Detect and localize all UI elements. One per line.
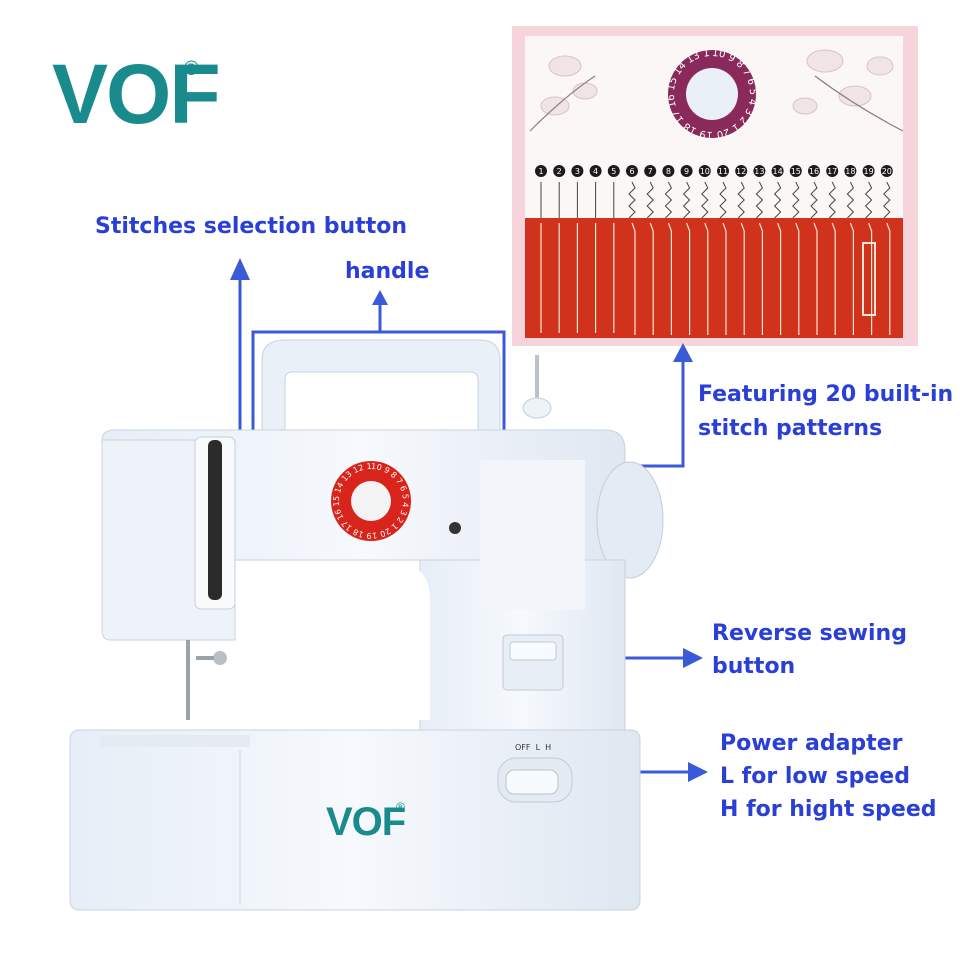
stitch-number-badge bbox=[698, 165, 711, 177]
registered-mark: ® bbox=[184, 58, 199, 80]
stitch-number-badge bbox=[589, 165, 602, 177]
stitch-number-badge bbox=[771, 165, 784, 177]
stitch-number: 1 bbox=[538, 167, 543, 176]
fabric-stitch-line bbox=[849, 222, 854, 335]
stitch-number-badge bbox=[535, 165, 547, 177]
label-stitch-selection: Stitches selection button bbox=[95, 214, 408, 239]
stitch-number: 5 bbox=[611, 167, 616, 176]
stitch-sample-line bbox=[701, 181, 709, 219]
stitch-number-badge bbox=[553, 165, 566, 177]
fabric-stitch-line bbox=[886, 222, 891, 335]
stitch-number: 19 bbox=[864, 167, 874, 176]
machine-logo: VOF bbox=[326, 800, 406, 844]
stitch-number: 12 bbox=[736, 167, 746, 176]
label-power-2: L for low speed bbox=[720, 764, 910, 789]
stitch-number-badge bbox=[735, 165, 748, 177]
stitch-number: 18 bbox=[845, 167, 855, 176]
magnolia-decoration bbox=[529, 49, 903, 132]
stitch-sample-line bbox=[737, 181, 745, 219]
stitch-number-badge bbox=[626, 165, 638, 177]
stitch-sample-line bbox=[792, 181, 800, 219]
stitch-number-badge bbox=[680, 165, 693, 177]
svg-text:10 9 8 7 6 5 4 3 2 1 20 19 18: 10 9 8 7 6 5 4 3 2 1 20 19 18 17 16 15 1… bbox=[668, 50, 756, 138]
stitch-number: 14 bbox=[773, 167, 783, 176]
fabric-sample bbox=[525, 218, 903, 338]
stitch-sample-line bbox=[864, 181, 873, 219]
stitch-number-badge bbox=[644, 165, 657, 177]
fabric-stitch-line bbox=[667, 222, 672, 335]
stitch-number-badge bbox=[789, 165, 802, 177]
svg-text:10 9 8 7 6 5 4 3 2 1 20 19 18: 10 9 8 7 6 5 4 3 2 1 20 19 18 17 16 15 1… bbox=[331, 461, 410, 540]
stitch-number-badge bbox=[880, 165, 893, 177]
stitch-number: 7 bbox=[648, 167, 653, 176]
stitch-sample-line bbox=[755, 181, 764, 219]
stitch-number-badge bbox=[844, 165, 857, 177]
machine-registered-mark: ® bbox=[396, 800, 405, 814]
dial-numbers: 10 9 8 7 6 5 4 3 2 1 20 19 18 17 16 15 1… bbox=[328, 454, 410, 540]
stitch-number-badge bbox=[662, 165, 675, 177]
brand-logo: VOF bbox=[52, 47, 221, 141]
stitch-number: 10 bbox=[700, 167, 710, 176]
stitch-number: 2 bbox=[557, 167, 562, 176]
stitch-sample-line bbox=[664, 181, 673, 219]
label-reverse-1: Reverse sewing bbox=[712, 621, 907, 646]
stitch-sample-line bbox=[646, 181, 654, 219]
stitch-number: 11 bbox=[718, 167, 728, 176]
stitch-number: 13 bbox=[754, 167, 764, 176]
stitch-sample-line bbox=[846, 181, 855, 219]
stitch-sample-line bbox=[883, 181, 891, 219]
fabric-stitch-line bbox=[831, 222, 836, 335]
label-power-3: H for hight speed bbox=[720, 797, 937, 822]
stitch-number: 8 bbox=[666, 167, 671, 176]
fabric-stitch-line bbox=[740, 222, 745, 335]
stitch-sample-line bbox=[682, 181, 691, 219]
stitch-number: 3 bbox=[575, 167, 580, 176]
stitch-selection-dial[interactable]: 10 9 8 7 6 5 4 3 2 1 20 19 18 17 16 15 1… bbox=[328, 454, 411, 541]
stitch-sample-line bbox=[810, 181, 818, 219]
panel-dial-center bbox=[686, 68, 738, 120]
stitch-number: 15 bbox=[791, 167, 801, 176]
fabric-stitch-line bbox=[795, 222, 800, 335]
stitch-number: 20 bbox=[882, 167, 892, 176]
fabric-stitch-line bbox=[813, 222, 818, 335]
stitch-number-badge bbox=[826, 165, 839, 177]
panel-dial-numbers: 10 9 8 7 6 5 4 3 2 1 20 19 18 17 16 15 1… bbox=[665, 42, 758, 140]
fabric-stitch-line bbox=[686, 222, 691, 335]
label-handle: handle bbox=[345, 259, 430, 284]
stitch-number-badge bbox=[571, 165, 584, 177]
fabric-stitch-line bbox=[758, 222, 763, 335]
stitch-number-badge bbox=[862, 165, 875, 177]
fabric-stitch-line bbox=[868, 222, 873, 335]
label-patterns-2: stitch patterns bbox=[698, 416, 883, 441]
stitch-sample-line bbox=[628, 181, 636, 219]
stitch-number-badge bbox=[753, 165, 766, 177]
stitch-number-badge bbox=[717, 165, 729, 177]
stitch-number: 17 bbox=[827, 167, 837, 176]
stitch-sample-line bbox=[773, 181, 782, 219]
stitch-number: 6 bbox=[629, 167, 634, 176]
label-patterns-1: Featuring 20 built-in bbox=[698, 382, 954, 407]
switch-labels: OFF L H bbox=[515, 743, 552, 752]
stitch-number: 16 bbox=[809, 167, 819, 176]
stitch-number: 9 bbox=[684, 167, 689, 176]
stitch-number-badge bbox=[808, 165, 820, 177]
stitch-sample-line bbox=[828, 181, 836, 219]
fabric-stitch-line bbox=[704, 222, 709, 335]
fabric-stitch-line bbox=[777, 222, 782, 335]
stitch-number-badge bbox=[607, 165, 620, 177]
fabric-stitch-line bbox=[649, 222, 654, 335]
fabric-stitch-line bbox=[631, 222, 636, 335]
fabric-stitch-line bbox=[722, 222, 727, 335]
panel-dial-number-text: 10 9 8 7 6 5 4 3 2 1 20 19 18 17 16 15 1… bbox=[665, 42, 758, 140]
label-power-1: Power adapter bbox=[720, 731, 903, 756]
fabric-stitches bbox=[540, 222, 891, 335]
label-reverse-2: button bbox=[712, 654, 796, 679]
stitch-number: 4 bbox=[593, 167, 598, 176]
stitch-sample-line bbox=[719, 181, 727, 219]
